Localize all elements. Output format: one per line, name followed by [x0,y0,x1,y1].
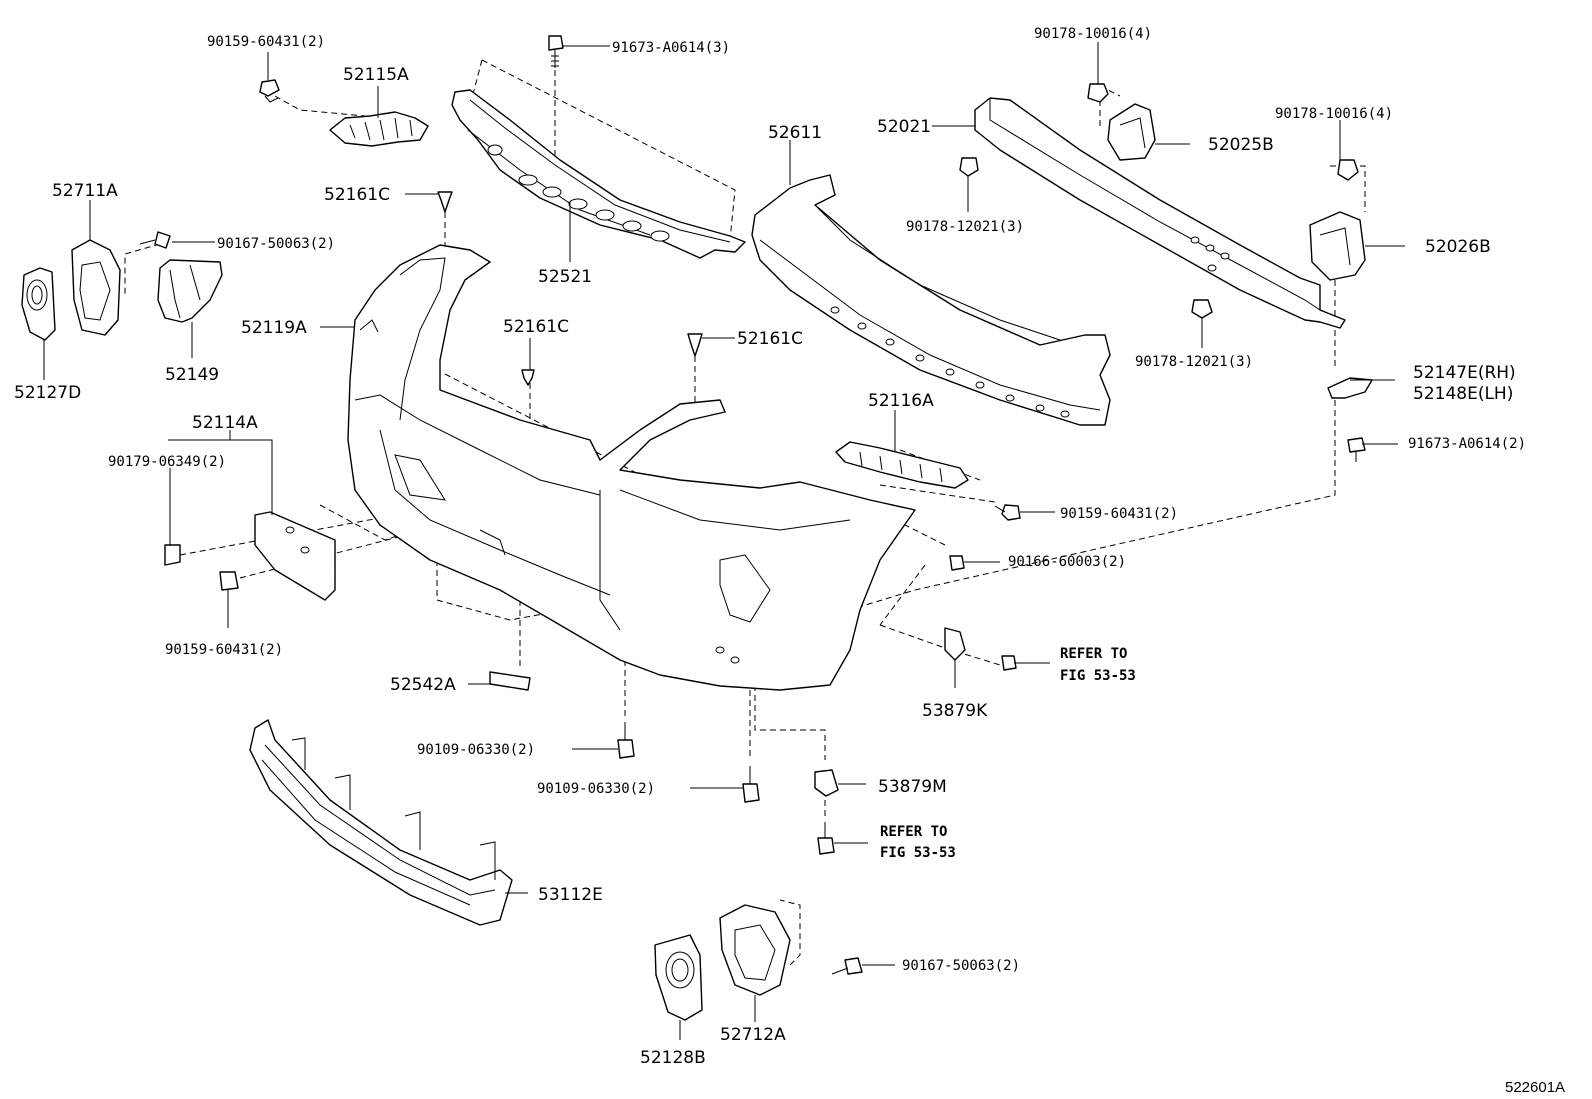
screw-90109-06330-a [617,722,635,759]
label-90109-06330-b: 90109-06330(2) [537,781,655,797]
label-52542A: 52542A [390,675,456,695]
label-90178-10016-a: 90178-10016(4) [1034,26,1152,42]
nut-90178-10016-a [1087,83,1109,103]
screw-ref-53879K [1001,655,1017,671]
label-90178-12021-a: 90178-12021(3) [906,219,1024,235]
part-52021-bumper-reinforcement [974,97,1346,329]
label-90167-50063-bottom: 90167-50063(2) [902,958,1020,974]
label-52115A: 52115A [343,65,409,85]
part-52128B-cover [654,934,703,1021]
label-52116A: 52116A [868,391,934,411]
part-52119A-bumper-cover [347,244,916,691]
label-91673-A0614-3: 91673-A0614(3) [612,40,730,56]
part-52127D-cover [21,267,56,341]
part-52025B-bracket [1107,103,1156,161]
part-52611-absorber [751,174,1111,426]
clip-52161C-c [687,333,703,357]
label-52025B: 52025B [1208,135,1274,155]
label-52149: 52149 [165,365,219,385]
screw-ref-53879M [817,822,835,855]
label-90179-06349: 90179-06349(2) [108,454,226,470]
label-52711A: 52711A [52,181,118,201]
label-90166-60003: 90166-60003(2) [1008,554,1126,570]
part-52711A-bracket [71,239,121,336]
part-52147E-bracket [1327,377,1373,399]
part-53879K-retainer [944,627,966,661]
label-52127D: 52127D [14,383,81,403]
label-52147E: 52147E(RH) [1413,363,1516,383]
label-90159-60431-mid: 90159-60431(2) [1060,506,1178,522]
nut-90178-12021-a [959,157,979,177]
part-52116A-bracket [835,441,969,489]
label-91673-A0614-2: 91673-A0614(2) [1408,436,1526,452]
nut-90178-10016-b [1337,159,1359,181]
part-52712A-bracket [719,904,791,996]
label-52521: 52521 [538,267,592,287]
part-52114A-plate [254,511,336,601]
bolt-90167-50063-top [139,231,171,249]
label-90178-12021-b: 90178-12021(3) [1135,354,1253,370]
clip-90179-06349 [164,544,181,566]
part-52521-reinforcement [451,89,746,259]
label-52026B: 52026B [1425,237,1491,257]
label-fig-53-53-2: FIG 53-53 [880,845,956,861]
bolt-90167-50063-bottom [831,957,863,975]
label-refer-to-2: REFER TO [880,824,947,840]
label-fig-53-53-1: FIG 53-53 [1060,668,1136,684]
label-90159-60431-low: 90159-60431(2) [165,642,283,658]
part-52115A-bracket [329,111,429,147]
label-53879K: 53879K [922,701,988,721]
screw-90109-06330-b [742,766,760,803]
label-52114A: 52114A [192,413,258,433]
clip-52161C-b [521,369,535,386]
label-52119A: 52119A [241,318,307,338]
part-52542A-tape [489,671,531,691]
part-labels: 90159-60431(2) 52115A 91673-A0614(3) 527… [14,26,1565,1096]
nut-90178-12021-b [1191,299,1213,319]
part-52149-guide [157,259,223,323]
leader-lines [43,42,1405,1040]
bolt-90166-60003 [949,555,965,571]
label-52161C-b: 52161C [503,317,569,337]
label-52128B: 52128B [640,1048,706,1068]
label-52611: 52611 [768,123,822,143]
label-90178-10016-b: 90178-10016(4) [1275,106,1393,122]
part-53112E-grille [249,719,513,926]
label-90159-60431-top: 90159-60431(2) [207,34,325,50]
bolt-90159-60431-top [259,79,280,103]
part-52026B-bracket [1309,211,1366,281]
part-53879M-retainer [814,769,839,797]
bolt-91673-A0614-top [548,35,564,68]
label-52712A: 52712A [720,1025,786,1045]
label-52021: 52021 [877,117,931,137]
label-90109-06330-a: 90109-06330(2) [417,742,535,758]
bolt-90159-60431-low [219,571,239,600]
label-52161C-c: 52161C [737,329,803,349]
bolt-90159-60431-mid [994,504,1021,521]
label-refer-to-1: REFER TO [1060,646,1127,662]
label-53879M: 53879M [878,777,947,797]
label-52148E: 52148E(LH) [1413,384,1513,404]
diagram-id: 522601A [1505,1079,1565,1096]
clip-52161C-a [437,191,453,213]
label-53112E: 53112E [538,885,603,905]
label-52161C-a: 52161C [324,185,390,205]
label-90167-50063-top: 90167-50063(2) [217,236,335,252]
bolt-91673-A0614-right [1347,437,1366,462]
